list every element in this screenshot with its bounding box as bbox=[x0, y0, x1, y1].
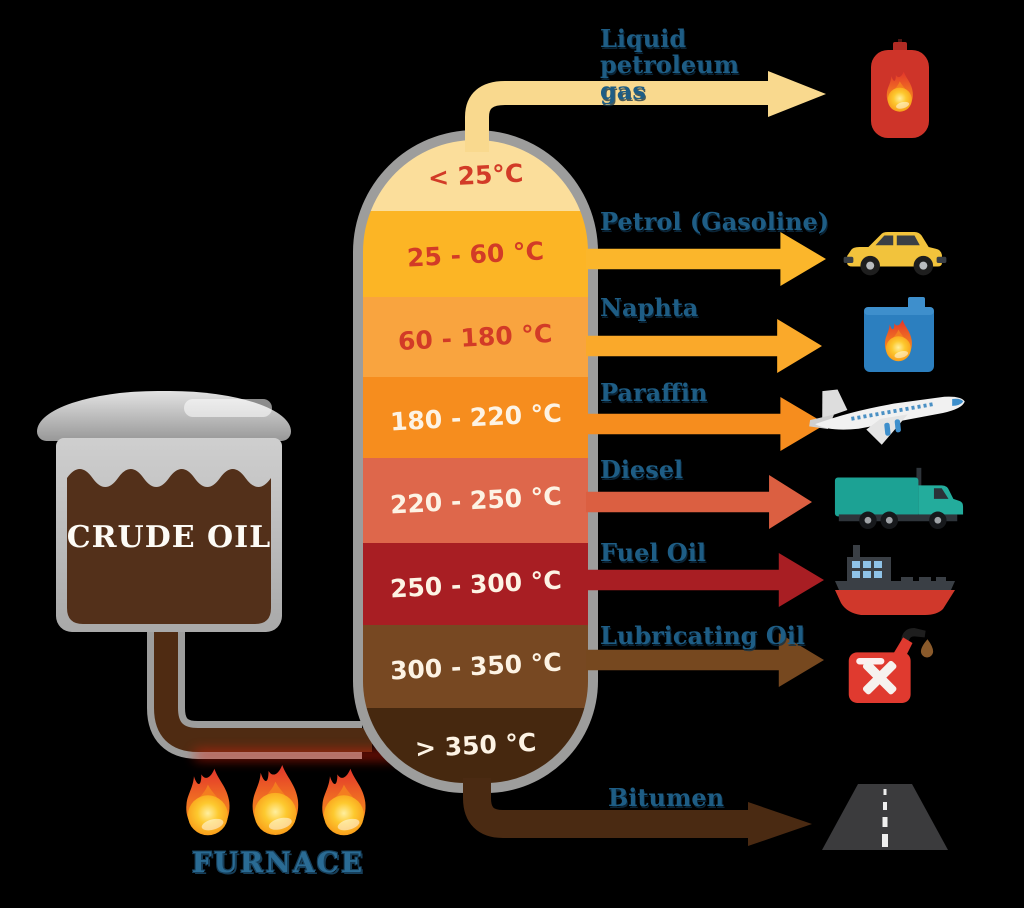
car-icon bbox=[843, 231, 947, 276]
paraffin-label: Paraffin bbox=[600, 378, 708, 407]
segment-temp-label: 300 - 350 °C bbox=[388, 647, 563, 686]
cab-window bbox=[933, 488, 949, 499]
truck-icon bbox=[834, 467, 964, 529]
furnace-flames-icon bbox=[186, 764, 366, 836]
column-segment-180-220: 180 - 220 °C bbox=[363, 377, 588, 458]
fuel-canister-icon bbox=[864, 297, 934, 372]
oil-can-icon bbox=[848, 627, 934, 703]
mast bbox=[853, 545, 860, 559]
trailer bbox=[834, 477, 919, 517]
oil-drop bbox=[920, 639, 934, 658]
cockpit bbox=[952, 398, 964, 406]
segment-temp-label: 250 - 300 °C bbox=[388, 565, 563, 603]
column-segment-300-350: 300 - 350 °C bbox=[363, 625, 588, 708]
column-segment-60-180: 60 - 180 °C bbox=[363, 297, 588, 377]
ship-icon bbox=[835, 545, 955, 615]
exhaust-pipe bbox=[916, 467, 922, 488]
deck bbox=[835, 581, 955, 590]
crude-oil-label: CRUDE OIL bbox=[66, 520, 272, 555]
road-icon bbox=[822, 784, 948, 850]
can-slot bbox=[856, 657, 885, 665]
chassis bbox=[838, 514, 958, 522]
fuel-oil-label: Fuel Oil bbox=[600, 538, 706, 567]
furnace-label: FURNACE bbox=[191, 846, 365, 879]
column-segment-250-300: 250 - 300 °C bbox=[363, 543, 588, 625]
cab bbox=[918, 485, 964, 515]
crude-oil-liquid bbox=[67, 469, 271, 624]
flame-icon bbox=[186, 768, 230, 836]
tank-lid-highlight bbox=[184, 399, 272, 417]
diesel-label: Diesel bbox=[600, 455, 684, 484]
naphta-label: Naphta bbox=[600, 293, 699, 322]
segment-temp-label: 25 - 60 °C bbox=[406, 235, 545, 273]
petrol-label: Petrol (Gasoline) bbox=[600, 207, 830, 236]
gas-cylinder-icon bbox=[871, 39, 929, 138]
flame-icon bbox=[252, 764, 299, 836]
hull bbox=[835, 590, 955, 615]
lubricating-oil-label: Lubricating Oil bbox=[600, 621, 805, 650]
segment-temp-label: > 350 °C bbox=[414, 727, 537, 764]
segment-temp-label: 180 - 220 °C bbox=[388, 398, 563, 437]
airplane-icon bbox=[809, 389, 965, 445]
tail-fin bbox=[822, 389, 848, 419]
distillation-column: < 25°C 25 - 60 °C 60 - 180 °C 180 - 220 … bbox=[353, 130, 598, 793]
segment-temp-label: < 25°C bbox=[427, 158, 524, 193]
column-segments: < 25°C 25 - 60 °C 60 - 180 °C 180 - 220 … bbox=[363, 140, 588, 783]
lpg-label: Liquid petroleum gas bbox=[600, 24, 740, 105]
flame-icon bbox=[322, 768, 366, 836]
segment-temp-label: 60 - 180 °C bbox=[397, 318, 554, 356]
bitumen-label: Bitumen bbox=[608, 783, 725, 812]
column-segment-25-60: 25 - 60 °C bbox=[363, 211, 588, 297]
segment-temp-label: 220 - 250 °C bbox=[388, 481, 563, 520]
column-segment-220-250: 220 - 250 °C bbox=[363, 458, 588, 543]
